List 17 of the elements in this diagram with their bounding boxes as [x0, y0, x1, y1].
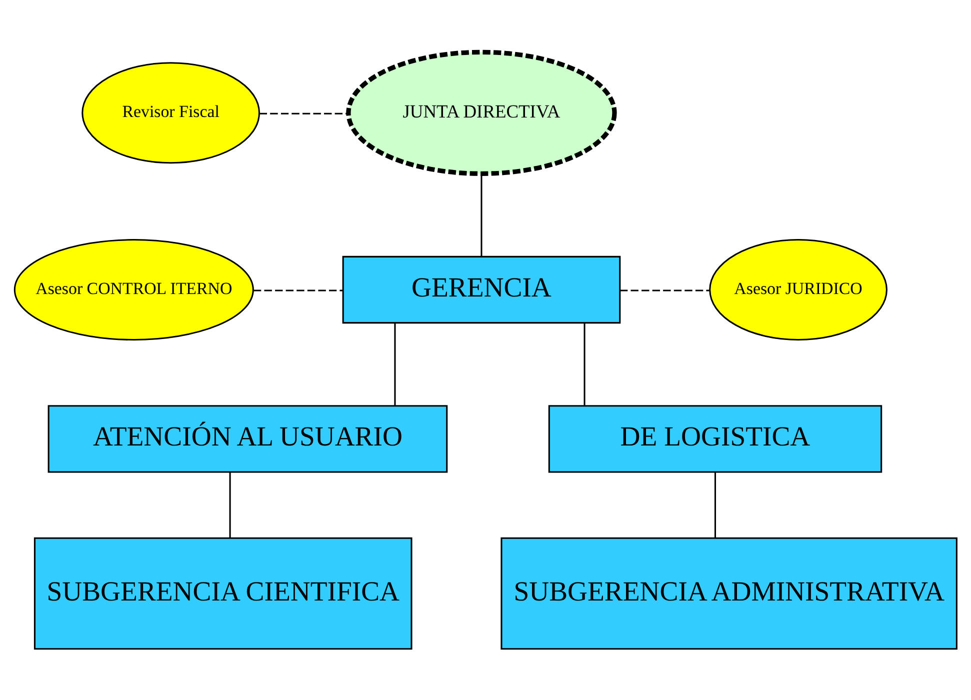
connector — [480, 173, 482, 256]
node-box: GERENCIA — [342, 255, 621, 324]
connector — [259, 112, 348, 114]
node-box: DE LOGISTICA — [548, 404, 882, 472]
connector — [229, 472, 231, 538]
connector — [714, 472, 716, 538]
node-box: SUBGERENCIA CIENTIFICA — [34, 536, 412, 650]
connector — [254, 289, 343, 291]
connector — [394, 322, 396, 405]
node-ellipse: Revisor Fiscal — [82, 62, 260, 164]
node-box: SUBGERENCIA ADMINISTRATIVA — [500, 536, 958, 650]
connector — [620, 289, 710, 291]
node-box: ATENCIÓN AL USUARIO — [48, 404, 448, 472]
node-ellipse: Asesor CONTROL ITERNO — [14, 238, 254, 340]
connector — [584, 322, 586, 405]
node-ellipse: JUNTA DIRECTIVA — [346, 49, 617, 176]
node-ellipse: Asesor JURIDICO — [709, 238, 888, 340]
